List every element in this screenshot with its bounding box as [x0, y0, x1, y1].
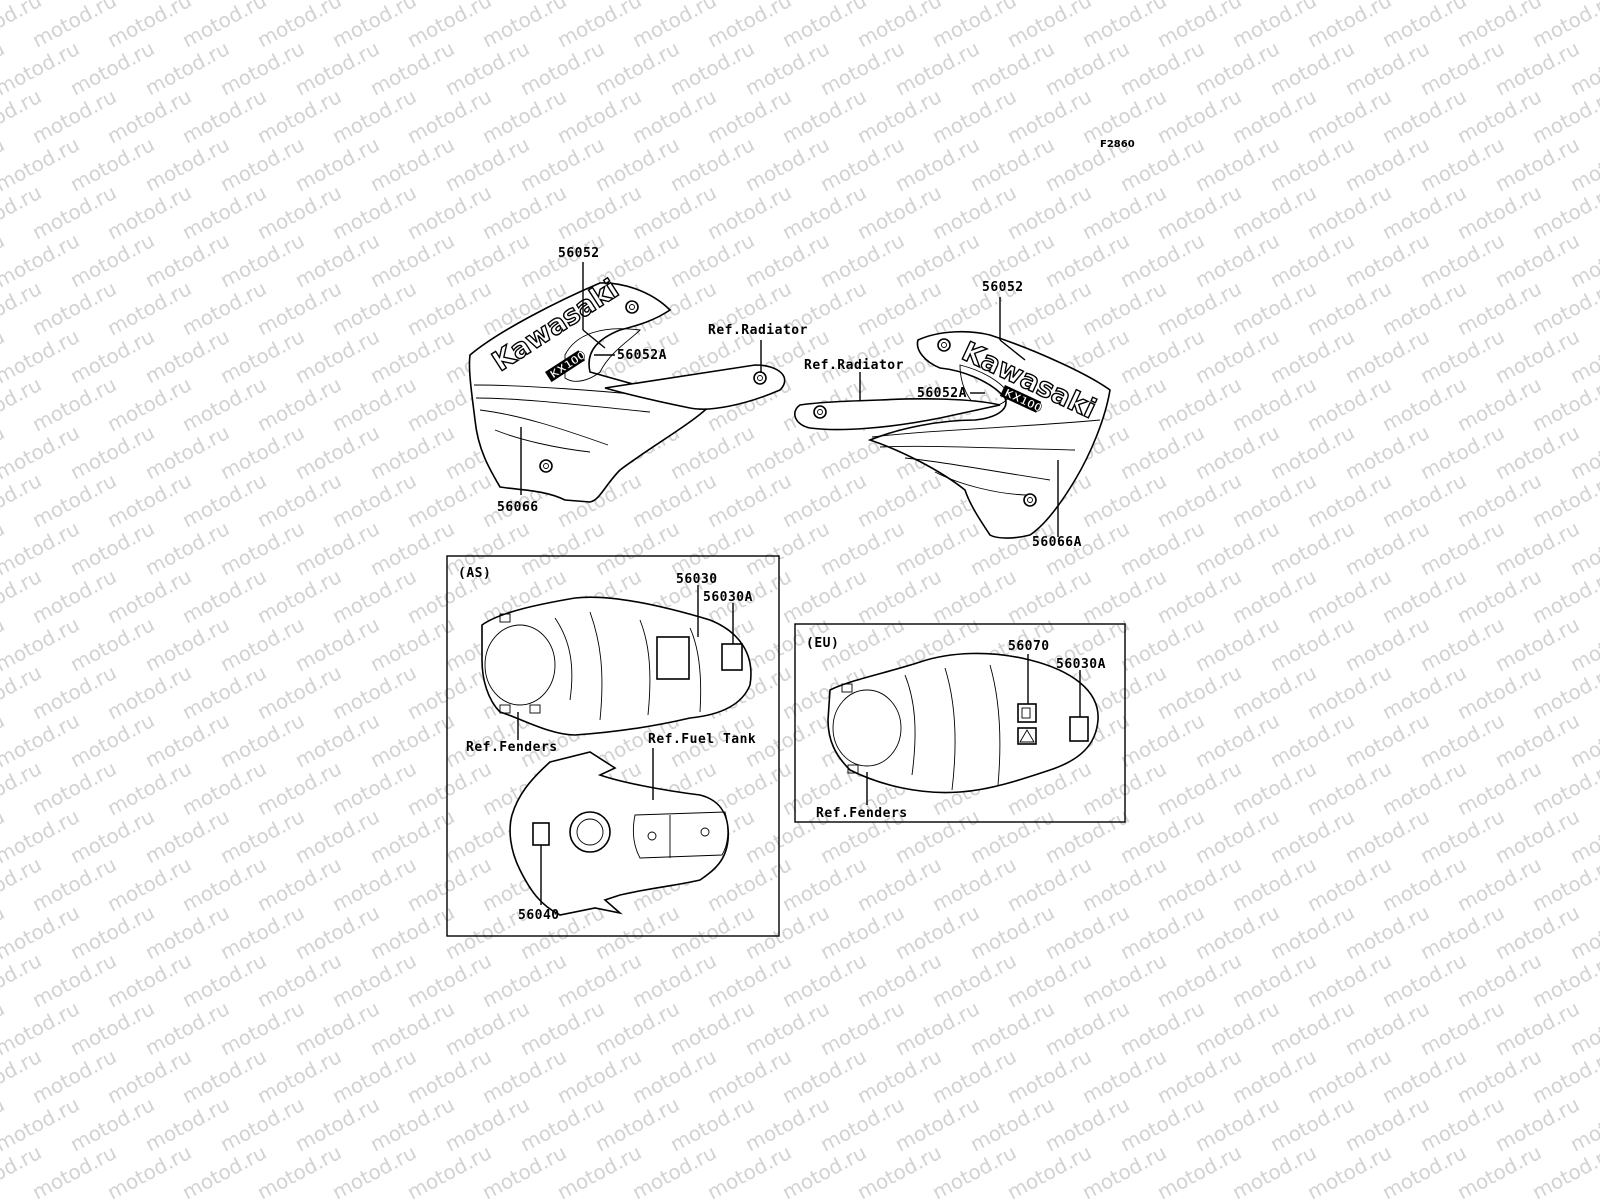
eu-label-ref-fenders: Ref.Fenders	[816, 806, 908, 821]
as-region-box: (AS) 56030 56030A Ref.Fenders	[446, 555, 780, 937]
as-label-ref-fenders: Ref.Fenders	[466, 740, 558, 755]
left-radiator-extension[interactable]	[604, 364, 786, 410]
label-right-56066A: 56066A	[1032, 535, 1082, 550]
as-fuel-tank[interactable]	[509, 751, 729, 916]
label-left-56052A: 56052A	[617, 348, 667, 363]
eu-label-56070: 56070	[1008, 639, 1050, 654]
label-left-ref-radiator: Ref.Radiator	[708, 323, 808, 338]
as-rear-fender[interactable]	[481, 596, 752, 736]
as-label-ref-fuel-tank: Ref.Fuel Tank	[648, 732, 756, 747]
label-right-56052: 56052	[982, 280, 1024, 295]
eu-label-56030A: 56030A	[1056, 657, 1106, 672]
diagram-code: F2860	[1100, 139, 1135, 150]
as-region-label: (AS)	[458, 566, 491, 581]
label-left-56066: 56066	[497, 500, 539, 515]
as-label-56030: 56030	[676, 572, 718, 587]
as-label-56030A: 56030A	[703, 590, 753, 605]
right-radiator-extension[interactable]	[794, 398, 1001, 431]
label-right-ref-radiator: Ref.Radiator	[804, 358, 904, 373]
eu-region-box: (EU) 56070 56030A Ref.Fenders	[794, 623, 1126, 823]
as-label-56040: 56040	[518, 908, 560, 923]
label-left-56052: 56052	[558, 246, 600, 261]
label-right-56052A: 56052A	[917, 386, 967, 401]
eu-region-label: (EU)	[806, 636, 839, 651]
eu-rear-fender[interactable]	[827, 652, 1099, 794]
